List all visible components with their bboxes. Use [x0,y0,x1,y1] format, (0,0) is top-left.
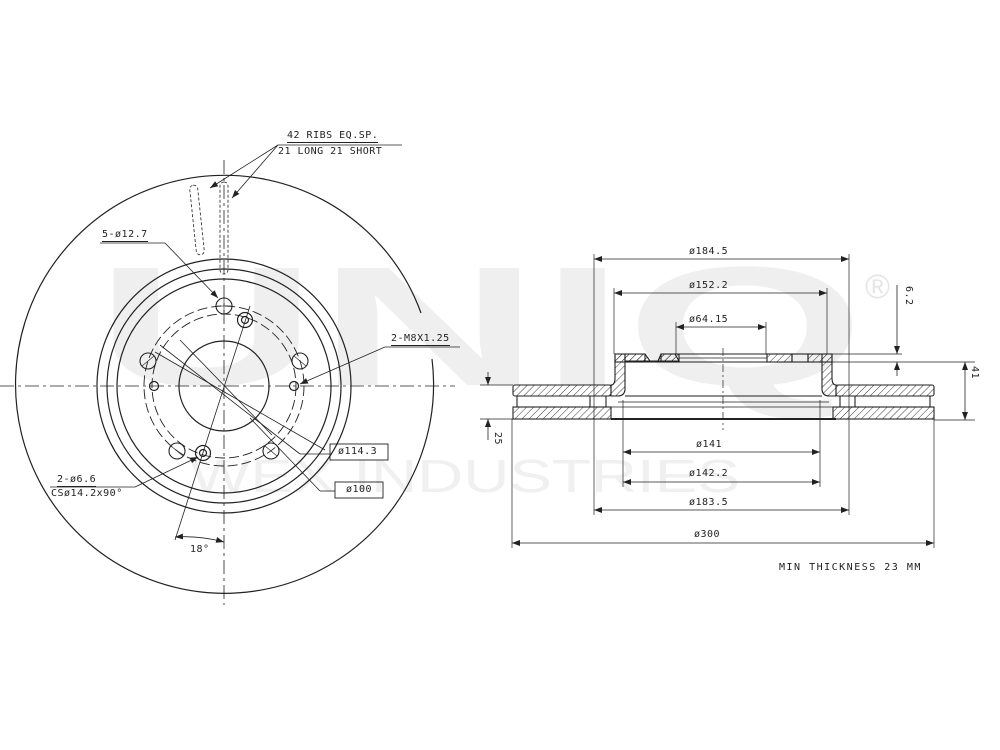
countersunk-label-line2: CSø14.2x90° [51,488,123,499]
dim-hat-thickness: 6.2 [903,286,914,306]
dim-inner-1: ø141 [696,439,723,450]
dim-overall: ø300 [694,529,721,540]
dim-total-height: 41 [969,366,980,380]
ribs-note-line1: 42 RIBS EQ.SP. [287,130,379,143]
dim-disc-thickness: 25 [492,432,503,446]
outer-rim [14,174,435,594]
bolt-holes [139,297,309,460]
dim-inner-2: ø142.2 [689,468,729,479]
front-view [0,144,460,605]
threaded-holes-label: 2-M8X1.25 [391,333,450,346]
hub-ring-label: ø100 [346,484,373,495]
bolt-holes-label: 5-ø12.7 [102,229,148,242]
dim-inner-3: ø183.5 [689,497,729,508]
countersunk-label-line1: 2-ø6.6 [57,474,97,487]
watermark-registered: ® [865,268,890,306]
pcd-label: ø114.3 [338,446,378,457]
dim-hat-top: ø152.2 [689,280,729,291]
min-thickness-note: MIN THICKNESS 23 MM [779,562,922,573]
angle-label: 18° [190,544,210,555]
threaded-hole-right [288,380,300,392]
section-view [480,254,975,548]
dim-outer-hat: ø184.5 [689,246,729,257]
ribs-note-line2: 21 LONG 21 SHORT [278,146,383,157]
ribs [189,181,229,275]
dim-center-bore: ø64.15 [689,314,729,325]
threaded-hole-left [148,380,160,392]
